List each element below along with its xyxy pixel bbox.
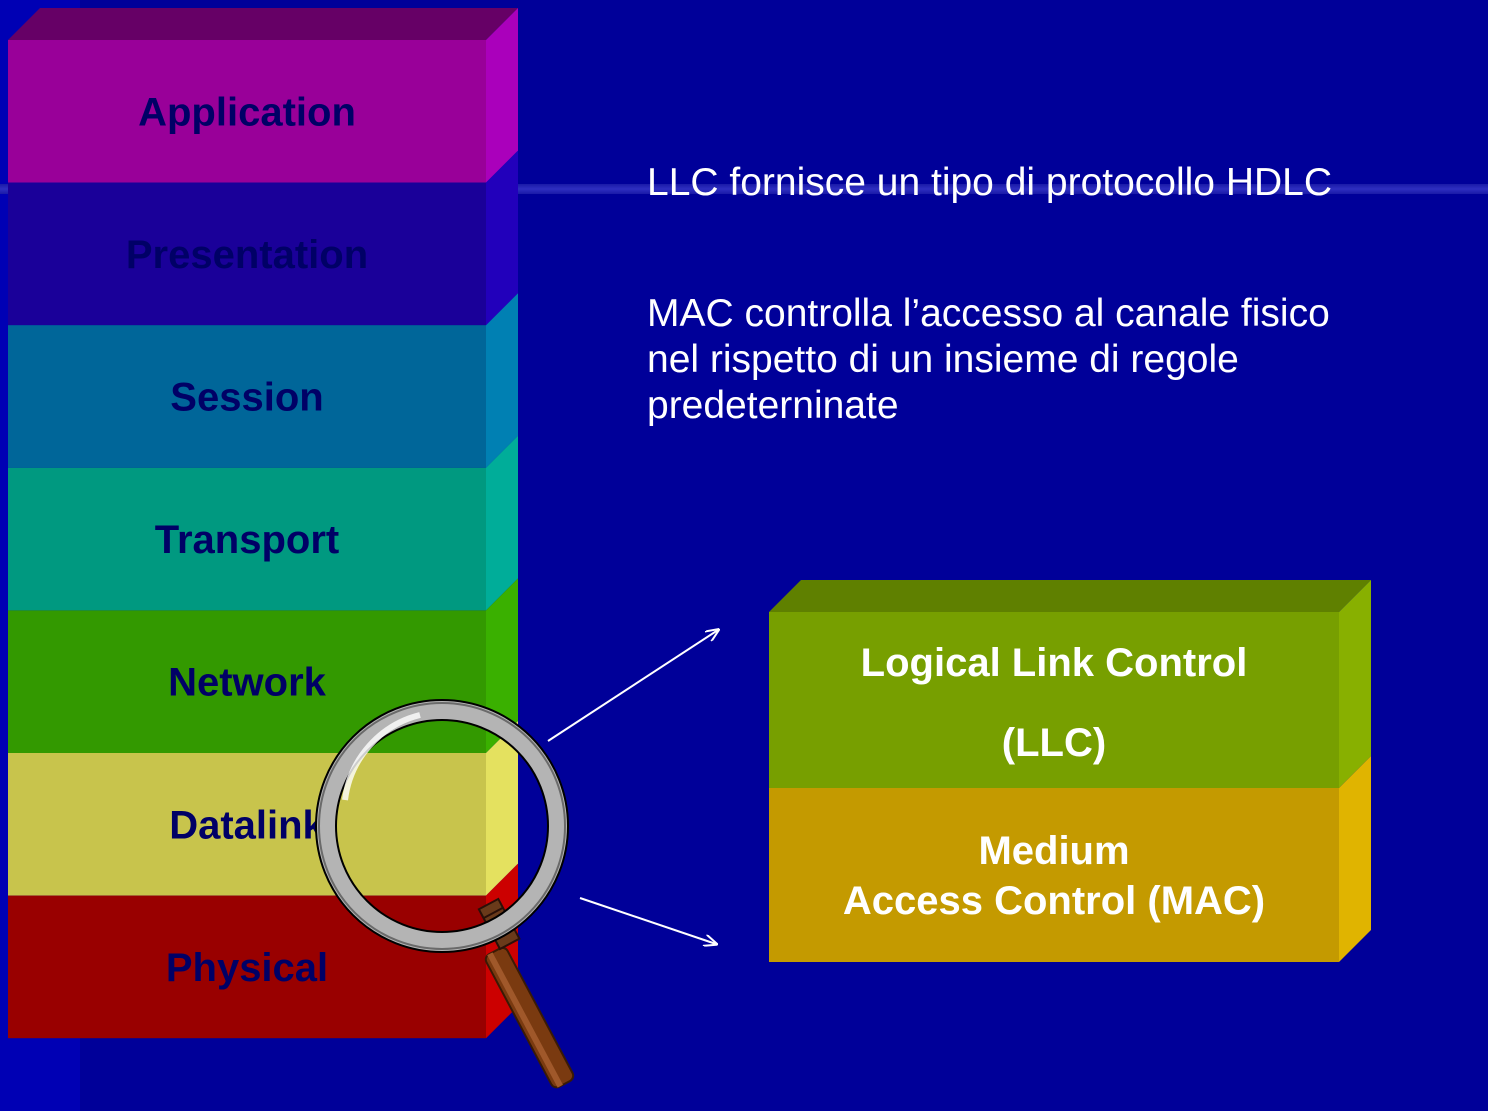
osi-layer-network-side — [486, 578, 518, 753]
mac-label-line-1: Medium — [978, 829, 1129, 873]
mac-description-line-3: predeterninate — [647, 384, 899, 427]
osi-layer-transport-label: Transport — [155, 518, 339, 562]
llc-sublayer — [769, 612, 1339, 788]
mac-label-line-2: Access Control (MAC) — [843, 879, 1265, 923]
osi-layer-application — [8, 40, 486, 183]
llc-label-line-2: (LLC) — [1002, 721, 1106, 765]
mac-description-line-1: MAC controlla l’accesso al canale fisico — [647, 292, 1330, 335]
datalink-block-top — [769, 580, 1371, 612]
arrow-to-llc — [547, 630, 718, 742]
osi-layer-datalink-side — [486, 721, 518, 896]
llc-sublayer-side — [1339, 580, 1371, 788]
osi-stack-top — [8, 8, 518, 40]
osi-layer-network — [8, 610, 486, 753]
llc-description: LLC fornisce un tipo di protocollo HDLC — [647, 161, 1333, 204]
osi-layer-network-label: Network — [168, 661, 327, 705]
osi-layer-presentation-side — [486, 150, 518, 326]
osi-layer-datalink-label: Datalink — [169, 803, 325, 847]
osi-layer-transport — [8, 467, 486, 611]
mac-sublayer-side — [1339, 756, 1371, 962]
osi-layer-transport-side — [486, 435, 518, 611]
title-divider-line — [0, 184, 1488, 194]
osi-layer-physical-label: Physical — [166, 946, 328, 990]
osi-layer-session-label: Session — [170, 376, 323, 420]
osi-layer-session-side — [486, 293, 518, 468]
osi-layer-presentation — [8, 182, 486, 326]
llc-label-line-1: Logical Link Control — [861, 641, 1248, 685]
osi-layer-physical — [8, 895, 486, 1039]
osi-layer-session — [8, 325, 486, 468]
mac-description: MAC controlla l’accesso al canale fisico… — [647, 291, 1330, 429]
osi-layer-application-label: Application — [138, 90, 356, 134]
osi-layer-datalink — [8, 753, 486, 896]
mac-description-line-2: nel rispetto di un insieme di regole — [647, 338, 1239, 381]
arrow-to-mac — [579, 897, 716, 944]
osi-layer-presentation-label: Presentation — [126, 233, 368, 277]
mac-sublayer — [769, 788, 1339, 962]
osi-layer-application-side — [486, 8, 518, 183]
